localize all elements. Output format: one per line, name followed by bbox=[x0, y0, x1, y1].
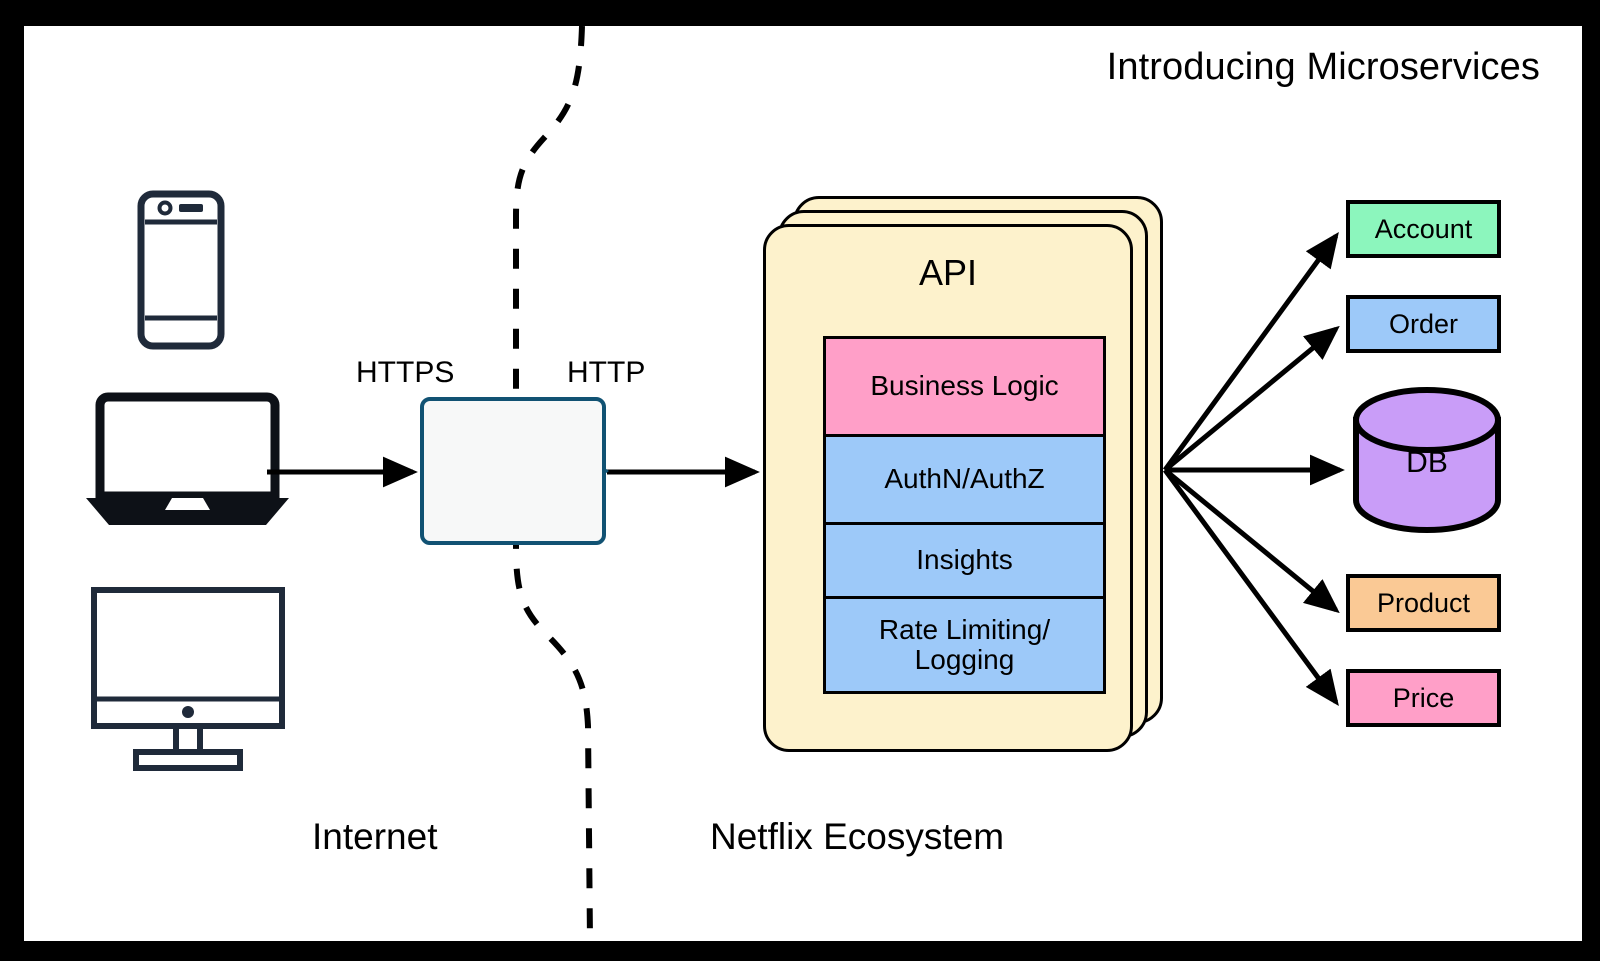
api-layer-authn-authz[interactable]: AuthN/AuthZ bbox=[826, 437, 1103, 525]
api-layer-business-logic[interactable]: Business Logic bbox=[826, 339, 1103, 437]
service-node-price[interactable]: Price bbox=[1346, 669, 1501, 727]
service-node-account[interactable]: Account bbox=[1346, 200, 1501, 258]
laptop-icon bbox=[86, 392, 289, 525]
service-node-db[interactable]: DB bbox=[1354, 394, 1500, 532]
zone-caption-internet: Internet bbox=[312, 816, 438, 857]
diagram-vector-layer bbox=[86, 26, 1501, 941]
protocol-label-http: HTTP bbox=[567, 356, 646, 389]
trust-boundary-dashed-line bbox=[513, 26, 593, 941]
connector-api-to-order bbox=[1163, 325, 1340, 472]
connector-api-to-account bbox=[1162, 232, 1339, 472]
service-node-product[interactable]: Product bbox=[1346, 574, 1501, 632]
api-gateway-node[interactable] bbox=[420, 397, 606, 545]
api-layer-insights[interactable]: Insights bbox=[826, 525, 1103, 599]
diagram-canvas: Introducing Microservices bbox=[24, 26, 1582, 941]
api-layer-list: Business Logic AuthN/AuthZ Insights Rate… bbox=[823, 336, 1106, 694]
diagram-title: Introducing Microservices bbox=[1106, 46, 1540, 88]
database-cylinder-shape bbox=[1353, 387, 1501, 533]
desktop-monitor-icon bbox=[91, 587, 285, 771]
connector-api-to-price bbox=[1162, 468, 1339, 706]
db-label: DB bbox=[1406, 446, 1448, 479]
service-node-order[interactable]: Order bbox=[1346, 295, 1501, 353]
zone-caption-netflix: Netflix Ecosystem bbox=[710, 816, 1005, 857]
mobile-phone-icon bbox=[137, 190, 225, 350]
api-service-stack[interactable]: API Business Logic AuthN/AuthZ Insights … bbox=[759, 196, 1169, 756]
protocol-label-https: HTTPS bbox=[356, 356, 455, 389]
api-layer-rate-limiting-logging[interactable]: Rate Limiting/ Logging bbox=[826, 599, 1103, 691]
api-title: API bbox=[918, 252, 978, 293]
connector-api-to-product bbox=[1163, 468, 1340, 614]
